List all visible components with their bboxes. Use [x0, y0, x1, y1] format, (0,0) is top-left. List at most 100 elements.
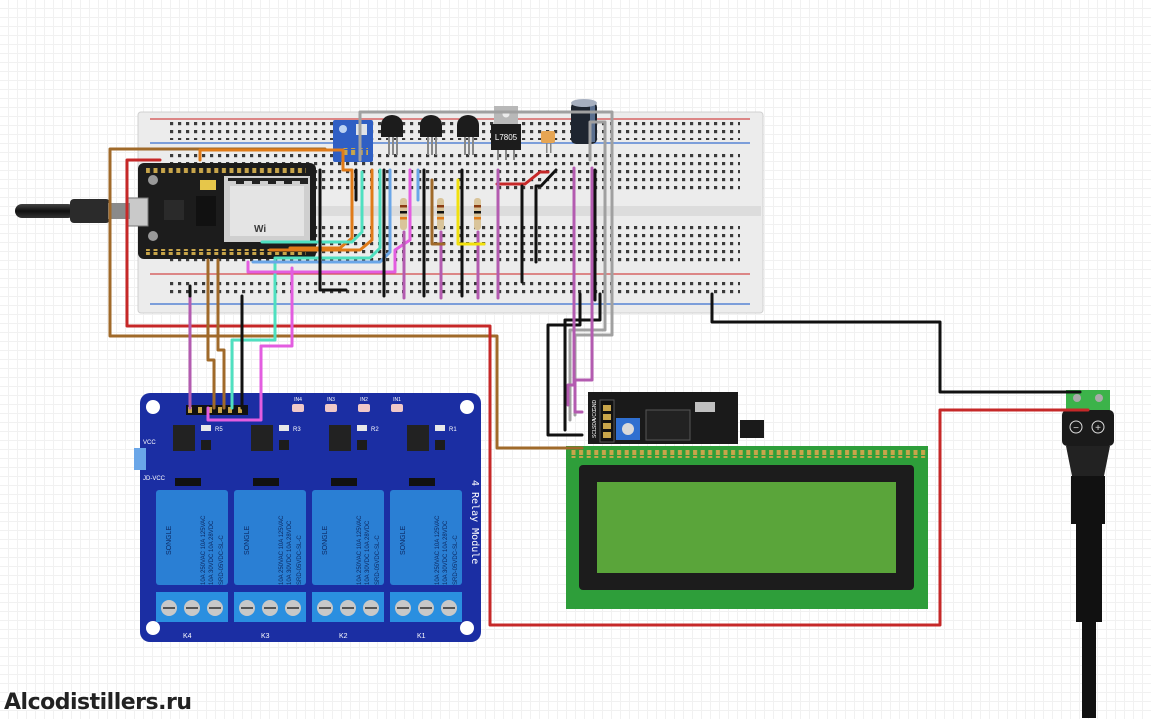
relay-body [234, 490, 306, 585]
relay-brand: SONGLE [400, 525, 407, 555]
usb-cable [15, 199, 130, 223]
relay-model: SRD-05VDC-SL-C [453, 535, 459, 585]
resistor-label: R1 [449, 427, 457, 433]
ceramic-capacitor [541, 131, 555, 153]
relay-header-pin [218, 407, 222, 413]
relay-module-title: 4 Relay Module [469, 480, 480, 564]
jack-plus-label: + [1095, 423, 1101, 434]
jdvcc-label: JD-VCC [143, 476, 166, 482]
status-led: IN1 [391, 397, 403, 412]
i2c-pin-label: VCC [592, 409, 598, 420]
usb-port [127, 197, 149, 227]
relay-header-pin [238, 407, 242, 413]
relay-rating-ac: 10A 250VAC 10A 125VAC [201, 515, 207, 585]
jack-minus-label: − [1073, 423, 1079, 434]
relay-rating-dc: 10A 30VDC 10A 28VDC [365, 520, 371, 585]
relay-model: SRD-05VDC-SL-C [375, 535, 381, 585]
led-label: IN3 [327, 397, 335, 403]
led-label: IN1 [393, 397, 401, 403]
relay-brand: SONGLE [322, 525, 329, 555]
led-label: IN4 [294, 397, 302, 403]
i2c-pin-label: GND [592, 400, 598, 412]
relay-body [312, 490, 384, 585]
resistor-label: R3 [293, 427, 301, 433]
transistor [279, 440, 289, 450]
vcc-label: VCC [143, 440, 156, 446]
i2c-pin [603, 423, 611, 429]
relay-rating-dc: 10A 30VDC 10A 28VDC [209, 520, 215, 585]
i2c-pin-label: SDA [592, 418, 598, 429]
regulator-label: L7805 [495, 133, 518, 142]
dc-power-jack: − + [1062, 390, 1114, 718]
relay-model: SRD-05VDC-SL-C [219, 535, 225, 585]
status-led: IN3 [325, 397, 337, 412]
smd-resistor [435, 425, 445, 431]
relay-body [390, 490, 462, 585]
relay-brand: SONGLE [166, 525, 173, 555]
relay-header-pin [228, 407, 232, 413]
relay-id-label: K1 [417, 633, 426, 640]
relay-rating-ac: 10A 250VAC 10A 125VAC [279, 515, 285, 585]
relay-header-pin [188, 407, 192, 413]
smd-resistor [357, 425, 367, 431]
to92-component-3 [457, 115, 479, 155]
status-led: IN2 [358, 397, 370, 412]
relay-body [156, 490, 228, 585]
i2c-pin [603, 414, 611, 420]
transistor [357, 440, 367, 450]
relay-id-label: K4 [183, 633, 192, 640]
bottom-power-rail [170, 280, 740, 298]
resistor-label: R5 [215, 427, 223, 433]
relay-header-pin [198, 407, 202, 413]
top-power-rail [170, 122, 740, 140]
to92-component-1 [381, 115, 403, 155]
i2c-pin [603, 432, 611, 438]
watermark: Alcodistillers.ru [4, 690, 192, 715]
i2c-pin [603, 405, 611, 411]
optocoupler [251, 425, 273, 451]
transistor [435, 440, 445, 450]
lcd-display [566, 446, 928, 609]
relay-model: SRD-05VDC-SL-C [297, 535, 303, 585]
svg-text:Wi: Wi [254, 224, 266, 235]
flyback-diode [409, 478, 435, 486]
relay-header-pin [208, 407, 212, 413]
sensor-module [333, 120, 373, 162]
nodemcu-board: Wi [127, 163, 316, 259]
smd-resistor [201, 425, 211, 431]
resistor-label: R2 [371, 427, 379, 433]
relay-brand: SONGLE [244, 525, 251, 555]
flyback-diode [253, 478, 279, 486]
flyback-diode [175, 478, 201, 486]
i2c-pin-label: SCL [592, 428, 598, 438]
relay-id-label: K3 [261, 633, 270, 640]
transistor [201, 440, 211, 450]
optocoupler [329, 425, 351, 451]
relay-input-header [186, 405, 248, 415]
relay-rating-dc: 10A 30VDC 10A 28VDC [443, 520, 449, 585]
flyback-diode [331, 478, 357, 486]
smd-resistor [279, 425, 289, 431]
resistor-2 [437, 198, 444, 230]
status-led: IN4 [292, 397, 304, 412]
resistor-1 [400, 198, 407, 230]
jdvcc-jumper [134, 448, 146, 470]
led-label: IN2 [360, 397, 368, 403]
relay-id-label: K2 [339, 633, 348, 640]
wires [108, 110, 1090, 627]
resistor-3 [474, 198, 481, 230]
relay-rating-ac: 10A 250VAC 10A 125VAC [357, 515, 363, 585]
to92-component-2 [420, 115, 442, 155]
optocoupler [407, 425, 429, 451]
relay-rating-dc: 10A 30VDC 10A 28VDC [287, 520, 293, 585]
optocoupler [173, 425, 195, 451]
relay-rating-ac: 10A 250VAC 10A 125VAC [435, 515, 441, 585]
lcd-screen [597, 482, 896, 573]
